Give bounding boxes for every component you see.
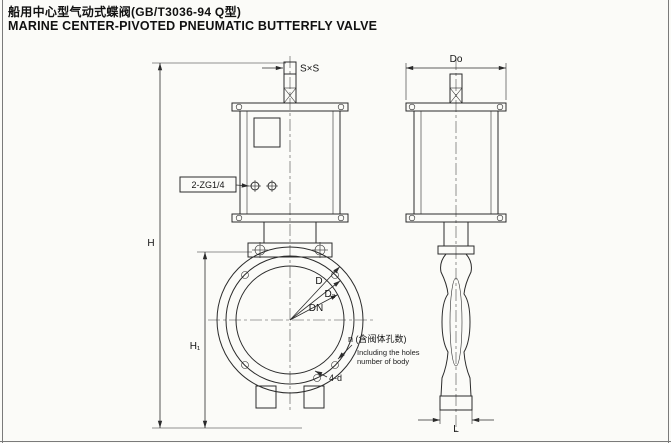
flange-od-label: D <box>315 276 322 287</box>
title-chinese: 船用中心型气动式蝶阀(GB/T3036-94 Q型) <box>8 5 242 19</box>
valve-neck-front <box>247 222 333 258</box>
dimension-H1: H₁ <box>190 251 252 428</box>
hole-note-line2: number of body <box>357 357 409 366</box>
hole-count-callout: n (含阀体孔数) Including the holes number of … <box>337 333 420 366</box>
flange-outer-circle <box>216 246 364 394</box>
stem-square-label: S×S <box>300 64 320 75</box>
dimension-H: H <box>147 62 302 429</box>
bottom-holes-label: 4-d <box>329 373 342 383</box>
stem-square-dimension: S×S <box>262 64 320 75</box>
overall-height-label: H <box>147 238 154 249</box>
actuator-side <box>405 102 507 223</box>
air-port-callout: 2-ZG1/4 <box>179 176 250 193</box>
hole-count-label: n (含阀体孔数) <box>348 333 407 344</box>
bottom-lug-left <box>255 385 277 409</box>
dimension-L: L <box>418 410 494 435</box>
bore-circle <box>235 265 345 375</box>
side-view: Do <box>405 54 507 435</box>
dimension-Do: Do <box>405 54 507 100</box>
diameter-leaders: D D₂ DN <box>289 266 341 321</box>
actuator-width-label: Do <box>450 54 463 65</box>
body-width-label: L <box>453 424 459 435</box>
disc-edge <box>449 277 463 367</box>
valve-body-front <box>216 246 364 409</box>
hole-note-line1: Including the holes <box>357 348 420 357</box>
air-port-label: 2-ZG1/4 <box>191 180 224 190</box>
bottom-foot <box>439 395 473 411</box>
bottom-lug-right <box>303 385 325 409</box>
air-ports <box>249 180 278 192</box>
actuator-front <box>231 102 349 223</box>
bottom-holes-callout: 4-d <box>314 370 342 383</box>
bolt-circle-label: D₂ <box>324 289 335 300</box>
bolt-circle <box>225 255 355 385</box>
title-english: MARINE CENTER-PIVOTED PNEUMATIC BUTTERFL… <box>8 19 378 33</box>
front-view: S×S <box>179 56 420 412</box>
body-height-label: H₁ <box>190 341 201 352</box>
nominal-bore-label: DN <box>309 303 323 314</box>
valve-body-side <box>437 222 475 411</box>
